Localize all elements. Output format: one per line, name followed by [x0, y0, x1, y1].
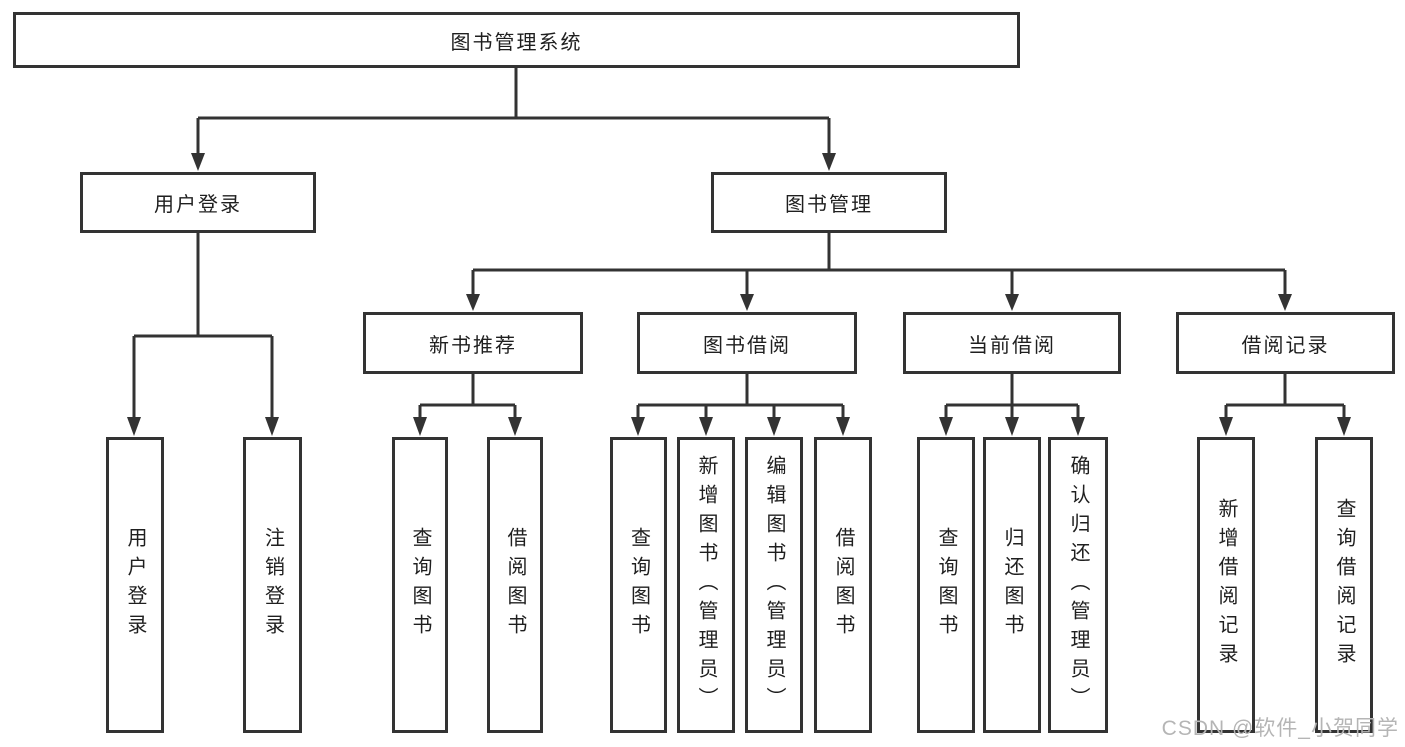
arrowheads	[127, 153, 1351, 436]
node-book-borrowing: 图书借阅	[637, 312, 857, 374]
leaf-edit-books-admin: 编辑图书（管理员）	[745, 437, 803, 733]
leaf-add-borrow-record: 新增借阅记录	[1197, 437, 1255, 733]
leaf-query-books-borrow: 查询图书	[610, 437, 667, 733]
node-library-management-system: 图书管理系统	[13, 12, 1020, 68]
leaf-query-books-current: 查询图书	[917, 437, 975, 733]
leaf-confirm-return-admin-label: 确认归还（管理员）	[1067, 454, 1089, 716]
leaf-user-login: 用户登录	[106, 437, 164, 733]
leaf-edit-books-admin-label: 编辑图书（管理员）	[763, 454, 785, 716]
leaf-query-books-borrow-label: 查询图书	[627, 527, 650, 643]
leaf-query-books-recommend-label: 查询图书	[409, 527, 431, 643]
leaf-add-books-admin: 新增图书（管理员）	[677, 437, 735, 733]
leaf-borrow-books-recommend: 借阅图书	[487, 437, 543, 733]
leaf-add-books-admin-label: 新增图书（管理员）	[695, 454, 717, 716]
leaf-borrow-books-borrow-label: 借阅图书	[832, 527, 854, 643]
leaf-query-borrow-record-label: 查询借阅记录	[1333, 498, 1355, 672]
watermark: CSDN @软件_小贺同学	[1161, 717, 1399, 740]
node-current-borrowing: 当前借阅	[903, 312, 1121, 374]
node-new-book-recommendation: 新书推荐	[363, 312, 583, 374]
leaf-user-login-label: 用户登录	[124, 527, 146, 643]
leaf-borrow-books-recommend-label: 借阅图书	[504, 527, 526, 643]
leaf-query-borrow-record: 查询借阅记录	[1315, 437, 1373, 733]
leaf-logout-login-label: 注销登录	[261, 527, 284, 643]
leaf-borrow-books-borrow: 借阅图书	[814, 437, 872, 733]
leaf-return-books: 归还图书	[983, 437, 1041, 733]
leaf-add-borrow-record-label: 新增借阅记录	[1215, 498, 1237, 672]
leaf-return-books-label: 归还图书	[1001, 527, 1023, 643]
leaf-confirm-return-admin: 确认归还（管理员）	[1048, 437, 1108, 733]
leaf-query-books-current-label: 查询图书	[935, 527, 957, 643]
node-borrowing-records: 借阅记录	[1176, 312, 1395, 374]
leaf-logout-login: 注销登录	[243, 437, 302, 733]
node-book-management: 图书管理	[711, 172, 947, 233]
node-user-login: 用户登录	[80, 172, 316, 233]
leaf-query-books-recommend: 查询图书	[392, 437, 448, 733]
